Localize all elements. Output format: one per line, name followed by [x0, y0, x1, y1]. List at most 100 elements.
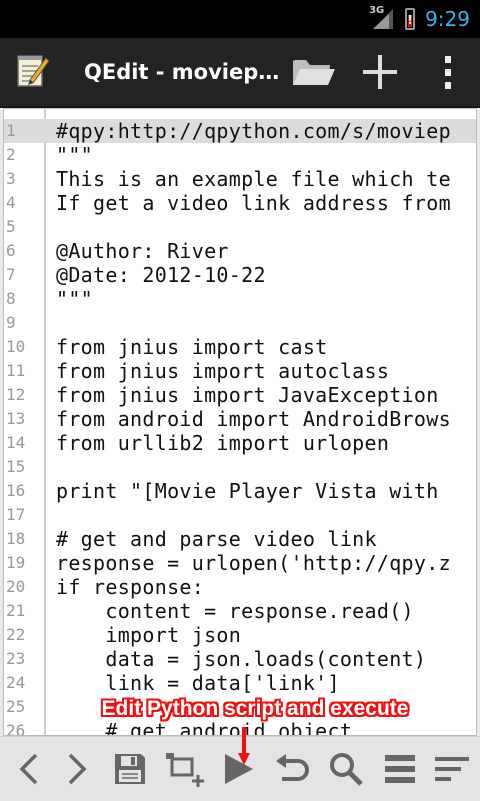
code-line[interactable]: 7 @Date: 2012-10-22	[4, 263, 476, 287]
code-line[interactable]: 8"""	[4, 287, 476, 311]
code-line[interactable]: 10 from jnius import cast	[4, 335, 476, 359]
clock: 9:29	[425, 7, 470, 31]
back-icon	[19, 753, 38, 785]
goto-line-button[interactable]	[376, 745, 424, 793]
annotation-text: Edit Python script and execute	[101, 697, 409, 720]
code-line[interactable]: 17	[4, 503, 476, 527]
line-code: from urllib2 import urlopen	[56, 431, 390, 455]
code-line[interactable]: 24 link = data['link']	[4, 671, 476, 695]
line-code: from android import AndroidBrows	[56, 407, 451, 431]
code-line[interactable]: 20 if response:	[4, 575, 476, 599]
format-button[interactable]	[428, 745, 476, 793]
undo-icon	[276, 754, 309, 781]
line-number: 4	[6, 193, 16, 212]
line-code: response = urlopen('http://qpy.z	[56, 551, 451, 575]
line-number: 1	[6, 121, 16, 140]
line-number: 10	[6, 337, 26, 356]
code-line[interactable]: 18 # get and parse video link	[4, 527, 476, 551]
line-number: 18	[6, 529, 26, 548]
run-button[interactable]	[214, 745, 262, 793]
save-button[interactable]	[106, 745, 154, 793]
app-title: QEdit - moviep…	[84, 60, 280, 84]
code-line[interactable]: 26 # get android object	[4, 719, 476, 736]
line-code: # get and parse video link	[56, 527, 377, 551]
line-code: @Author: River	[56, 239, 229, 263]
bottom-toolbar	[0, 736, 480, 801]
line-number: 15	[6, 457, 26, 476]
snippets-icon	[166, 753, 204, 787]
line-number: 26	[6, 721, 26, 736]
line-number: 25	[6, 697, 26, 716]
line-code: from jnius import JavaException	[56, 383, 439, 407]
line-code: if response:	[56, 575, 205, 599]
line-number: 9	[6, 313, 16, 332]
line-number: 22	[6, 625, 26, 644]
line-number: 3	[6, 169, 16, 188]
line-number: 5	[6, 217, 16, 236]
code-line[interactable]: 23 data = json.loads(content)	[4, 647, 476, 671]
run-icon	[225, 754, 253, 784]
line-number: 21	[6, 601, 26, 620]
line-code: from jnius import cast	[56, 335, 328, 359]
code-line[interactable]: 14 from urllib2 import urlopen	[4, 431, 476, 455]
line-code: import json	[56, 623, 242, 647]
new-file-button[interactable]	[358, 50, 402, 94]
line-code: If get a video link address from	[56, 191, 451, 215]
folder-open-icon	[293, 60, 335, 85]
line-number: 17	[6, 505, 26, 524]
line-number: 16	[6, 481, 26, 500]
plus-icon	[363, 55, 397, 89]
snippets-button[interactable]	[160, 745, 208, 793]
status-bar: 3G ! 9:29	[0, 0, 480, 38]
code-line[interactable]: 2 """	[4, 143, 476, 167]
line-number: 2	[6, 145, 16, 164]
forward-icon	[68, 753, 87, 785]
annotation-arrow-icon	[238, 727, 250, 765]
line-number: 20	[6, 577, 26, 596]
line-code: """	[56, 287, 94, 311]
line-code: This is an example file which te	[56, 167, 451, 191]
line-code: link = data['link']	[56, 671, 340, 695]
line-code: #qpy:http://qpython.com/s/moviep	[56, 119, 451, 143]
line-code: @Date: 2012-10-22	[56, 263, 266, 287]
open-folder-button[interactable]	[288, 50, 338, 94]
code-line[interactable]: 6 @Author: River	[4, 239, 476, 263]
code-line[interactable]: 4 If get a video link address from	[4, 191, 476, 215]
code-line[interactable]: 22 import json	[4, 623, 476, 647]
line-number: 12	[6, 385, 26, 404]
signal-icon: 3G	[369, 5, 395, 31]
action-bar: QEdit - moviep…	[0, 38, 480, 108]
code-line[interactable]: 15	[4, 455, 476, 479]
line-number: 14	[6, 433, 26, 452]
code-line[interactable]: 5	[4, 215, 476, 239]
code-line[interactable]: 12 from jnius import JavaException	[4, 383, 476, 407]
battery-icon: !	[405, 8, 416, 30]
line-number: 23	[6, 649, 26, 668]
forward-button[interactable]	[54, 745, 102, 793]
line-number: 6	[6, 241, 16, 260]
code-line[interactable]: 1 #qpy:http://qpython.com/s/moviep	[4, 119, 476, 143]
line-number: 11	[6, 361, 26, 380]
notepad-icon[interactable]	[16, 52, 50, 90]
line-number: 7	[6, 265, 16, 284]
back-button[interactable]	[4, 745, 52, 793]
line-number-gutter	[4, 109, 46, 735]
code-line[interactable]: 25	[4, 695, 476, 719]
code-line[interactable]: 21 content = response.read()	[4, 599, 476, 623]
search-icon	[330, 753, 363, 786]
code-line[interactable]: 3 This is an example file which te	[4, 167, 476, 191]
code-line[interactable]: 9	[4, 311, 476, 335]
undo-button[interactable]	[268, 745, 316, 793]
code-editor[interactable]: 1 #qpy:http://qpython.com/s/moviep 2 """ 3 Th…	[3, 108, 477, 736]
line-code: """	[56, 143, 94, 167]
line-code: data = json.loads(content)	[56, 647, 427, 671]
overflow-menu-button[interactable]	[430, 50, 466, 94]
save-icon	[115, 754, 145, 784]
line-code: content = response.read()	[56, 599, 414, 623]
annotation-label: Edit Python script and execute	[0, 697, 480, 721]
search-button[interactable]	[322, 745, 370, 793]
